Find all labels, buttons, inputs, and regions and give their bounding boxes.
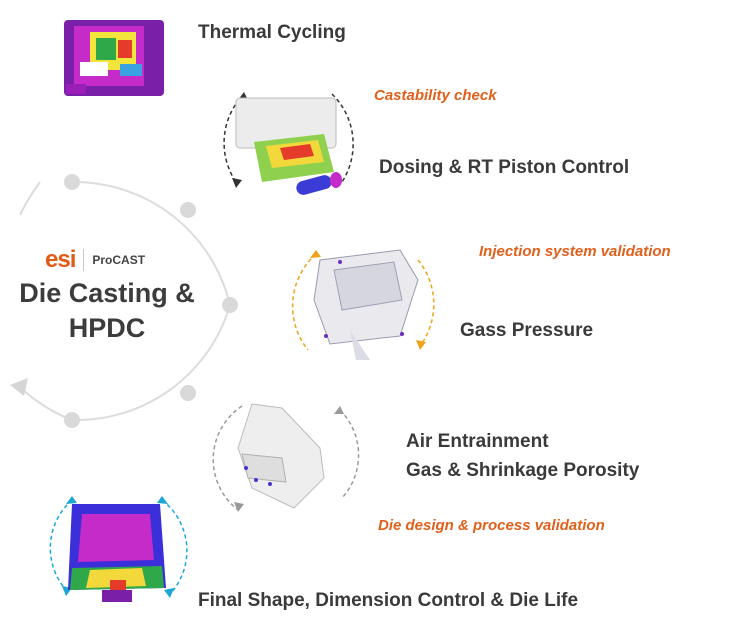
note-die-design-validation: Die design & process validation — [378, 517, 605, 534]
final-shape-image — [49, 496, 188, 602]
note-injection-system-validation: Injection system validation — [479, 243, 671, 260]
cycle-dot — [180, 202, 196, 218]
logo-separator — [83, 249, 85, 271]
dosing-piston-image — [223, 92, 354, 195]
step-porosity: Gas & Shrinkage Porosity — [406, 460, 640, 481]
cycle-arrow-head — [10, 378, 28, 396]
air-entrainment-image — [212, 403, 360, 512]
note-castability-check: Castability check — [374, 87, 497, 104]
thermal-cycling-image — [64, 20, 164, 96]
step-thermal-cycling: Thermal Cycling — [198, 22, 346, 43]
step-dosing-piston-control: Dosing & RT Piston Control — [379, 157, 630, 178]
logo-brand: esi — [45, 246, 76, 273]
center-title-line2: HPDC — [68, 313, 146, 343]
cycle-dot — [180, 385, 196, 401]
step-gas-pressure: Gass Pressure — [460, 320, 594, 341]
procast-logo: esi ProCAST — [45, 246, 145, 274]
step-air-entrainment: Air Entrainment — [406, 431, 549, 452]
cycle-dot — [64, 412, 80, 428]
center-title-line1: Die Casting & — [19, 278, 195, 308]
cycle-dot — [64, 174, 80, 190]
gas-pressure-image — [291, 249, 435, 360]
center-title: Die Casting & HPDC — [0, 276, 214, 346]
step-final-shape: Final Shape, Dimension Control & Die Lif… — [198, 590, 579, 611]
logo-product: ProCAST — [92, 253, 146, 267]
cycle-dot — [222, 297, 238, 313]
